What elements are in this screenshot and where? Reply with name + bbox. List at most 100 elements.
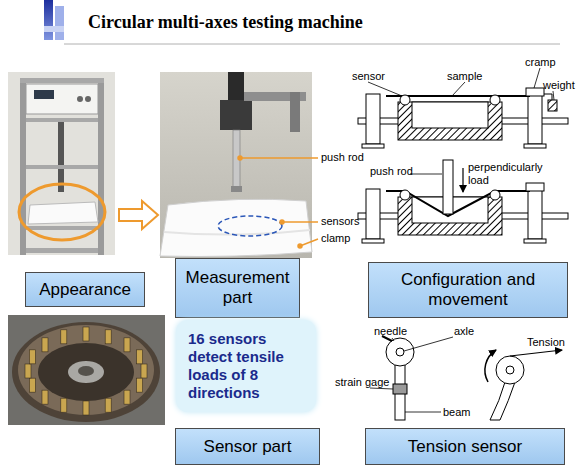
config-drawing	[526, 88, 544, 96]
tension-sensor-drawing	[490, 382, 515, 420]
sensor-body	[105, 398, 111, 412]
measurement-photo	[160, 72, 312, 258]
part-label: strain gage	[335, 376, 389, 389]
sensor-body	[61, 398, 67, 412]
machine-photo	[34, 90, 54, 99]
machine-photo	[20, 78, 104, 83]
machine-photo	[26, 165, 98, 169]
tension-sensor-drawing	[386, 338, 414, 366]
label-box: Sensor part	[175, 428, 320, 465]
measurement-photo	[290, 92, 300, 132]
sensor-body	[83, 327, 89, 341]
measurement-photo	[160, 199, 312, 256]
config-drawing	[362, 239, 384, 243]
box-text: Tension sensor	[408, 437, 522, 457]
machine-photo	[58, 122, 64, 192]
box-text: Configuration and movement	[369, 270, 567, 309]
config-drawing	[386, 191, 530, 216]
sensor-body	[124, 390, 130, 404]
machine-photo	[77, 96, 83, 102]
sensor-photo	[68, 361, 104, 383]
measurement-photo	[164, 230, 310, 235]
part-label: beam	[443, 406, 471, 419]
measurement-photo	[218, 216, 282, 236]
part-label: clamp	[321, 232, 350, 245]
measurement-photo	[160, 72, 312, 258]
config-drawing	[443, 160, 453, 214]
box-text: Sensor part	[204, 437, 292, 457]
measurement-photo	[231, 186, 242, 192]
label-box: Measurement part	[175, 258, 300, 318]
config-drawing	[490, 190, 500, 200]
machine-photo	[26, 248, 98, 253]
sensor-body	[25, 364, 31, 378]
machine-photo	[26, 226, 98, 230]
config-drawing	[400, 95, 410, 105]
config-drawing	[366, 94, 380, 144]
config-drawing	[452, 82, 465, 96]
title-icon	[44, 0, 64, 40]
tension-sensor-drawing	[405, 412, 441, 413]
leader-line	[238, 156, 318, 248]
config-drawing	[553, 91, 554, 100]
label-box: Appearance	[25, 272, 145, 307]
config-drawing	[398, 102, 502, 140]
sensor-photo	[8, 315, 165, 425]
config-drawing	[528, 189, 542, 239]
config-drawing	[362, 144, 384, 148]
sensor-photo	[12, 322, 160, 422]
sensor-body	[61, 330, 67, 344]
tension-sensor-drawing	[370, 388, 393, 389]
config-drawing	[358, 160, 568, 243]
sensor-body	[42, 338, 48, 352]
config-drawing	[400, 190, 410, 200]
part-label: sample	[447, 70, 482, 83]
tension-sensor-drawing	[370, 336, 562, 420]
sensor-body	[141, 364, 147, 378]
title-icon	[44, 0, 53, 40]
part-label: perpendicularly load	[468, 161, 552, 186]
config-drawing	[366, 189, 380, 239]
sensor-photo	[78, 366, 94, 376]
tension-sensor-drawing	[404, 337, 453, 351]
sensor-photo	[38, 343, 134, 401]
sensor-body	[29, 350, 35, 364]
part-label: axle	[454, 325, 474, 338]
label-box: Configuration and movement	[368, 262, 568, 318]
tension-sensor-drawing	[393, 384, 407, 394]
part-label: sensors	[321, 215, 360, 228]
machine-photo	[28, 202, 98, 224]
config-drawing	[548, 100, 557, 111]
config-drawing	[528, 94, 542, 144]
tension-sensor-drawing	[510, 350, 562, 356]
leader-line	[280, 220, 284, 224]
tension-sensor-drawing	[485, 350, 496, 382]
config-drawing	[368, 82, 402, 96]
sensor-body	[137, 350, 143, 364]
machine-photo	[85, 96, 91, 102]
config-drawing	[524, 239, 546, 243]
sensor-body	[105, 330, 111, 344]
sensor-body	[83, 401, 89, 415]
config-drawing	[534, 68, 540, 88]
measurement-photo	[220, 100, 252, 130]
machine-photo	[26, 118, 98, 122]
part-label: needle	[374, 325, 407, 338]
leader-line	[240, 157, 318, 159]
sensor-body	[29, 378, 35, 392]
title-rule	[64, 44, 560, 45]
sensor-body	[42, 390, 48, 404]
part-label: Tension	[527, 336, 565, 349]
note-box: 16 sensors detect tensile loads of 8 dir…	[176, 320, 316, 412]
slide-title: Circular multi-axes testing machine	[88, 12, 363, 33]
sensor-body	[137, 378, 143, 392]
part-label: weight	[543, 79, 575, 92]
config-drawing	[524, 144, 546, 148]
box-text: Appearance	[39, 280, 131, 300]
sensor-body	[124, 338, 130, 352]
config-drawing	[526, 183, 544, 191]
part-label: push rod	[370, 165, 413, 178]
config-drawing	[412, 102, 488, 128]
tension-sensor-drawing	[396, 348, 404, 356]
